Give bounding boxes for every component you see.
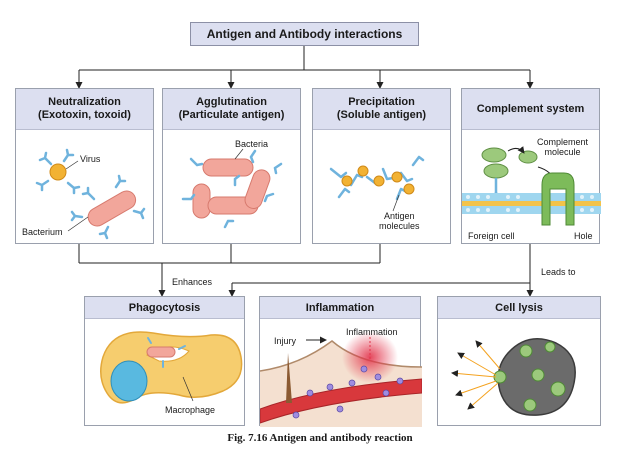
enhances-label: Enhances bbox=[172, 277, 213, 287]
inflammation-illustration bbox=[260, 331, 422, 427]
inflammation-site-label: Inflammation bbox=[346, 327, 398, 337]
diagram-title: Antigen and Antibody interactions bbox=[190, 22, 419, 46]
precipitation-box: Precipitation (Soluble antigen) Antigen … bbox=[312, 88, 451, 244]
figure-caption: Fig. 7.16 Antigen and antibody reaction bbox=[227, 432, 413, 444]
neutralization-illustration bbox=[35, 148, 146, 240]
foreign-cell-label: Foreign cell bbox=[468, 231, 515, 241]
inflammation-title: Inflammation bbox=[260, 297, 420, 319]
phagocytosis-illustration bbox=[100, 331, 243, 404]
inflammation-box: Inflammation Injury Inflammation bbox=[259, 296, 422, 427]
agglutination-illustration bbox=[181, 148, 283, 229]
injury-label: Injury bbox=[274, 336, 297, 346]
agglutination-title: Agglutination (Particulate antigen) bbox=[163, 89, 300, 130]
complement-molecule-label: Complement molecule bbox=[537, 137, 589, 157]
complement-system-box: Complement system Complement molecule Fo… bbox=[461, 88, 601, 244]
phagocytosis-title: Phagocytosis bbox=[85, 297, 244, 319]
cell-lysis-illustration bbox=[451, 338, 576, 416]
complement-system-title: Complement system bbox=[462, 89, 599, 130]
bacteria-label: Bacteria bbox=[235, 139, 269, 149]
bacterium-label: Bacterium bbox=[22, 227, 63, 237]
complement-illustration bbox=[462, 146, 601, 226]
hole-label: Hole bbox=[574, 231, 593, 241]
leads-to-label: Leads to bbox=[541, 267, 576, 277]
neutralization-box: Neutralization (Exotoxin, toxoid) Virus … bbox=[15, 88, 154, 244]
precipitation-title: Precipitation (Soluble antigen) bbox=[313, 89, 450, 130]
neutralization-title: Neutralization (Exotoxin, toxoid) bbox=[16, 89, 153, 130]
precipitation-illustration bbox=[329, 155, 425, 212]
cell-lysis-title: Cell lysis bbox=[438, 297, 600, 319]
macrophage-label: Macrophage bbox=[165, 405, 216, 415]
antigen-molecules-label: Antigen molecules bbox=[379, 211, 420, 231]
cell-lysis-box: Cell lysis bbox=[437, 296, 601, 426]
agglutination-box: Agglutination (Particulate antigen) Bact… bbox=[162, 88, 301, 244]
virus-label: Virus bbox=[80, 154, 101, 164]
phagocytosis-box: Phagocytosis Macrophage bbox=[84, 296, 245, 426]
